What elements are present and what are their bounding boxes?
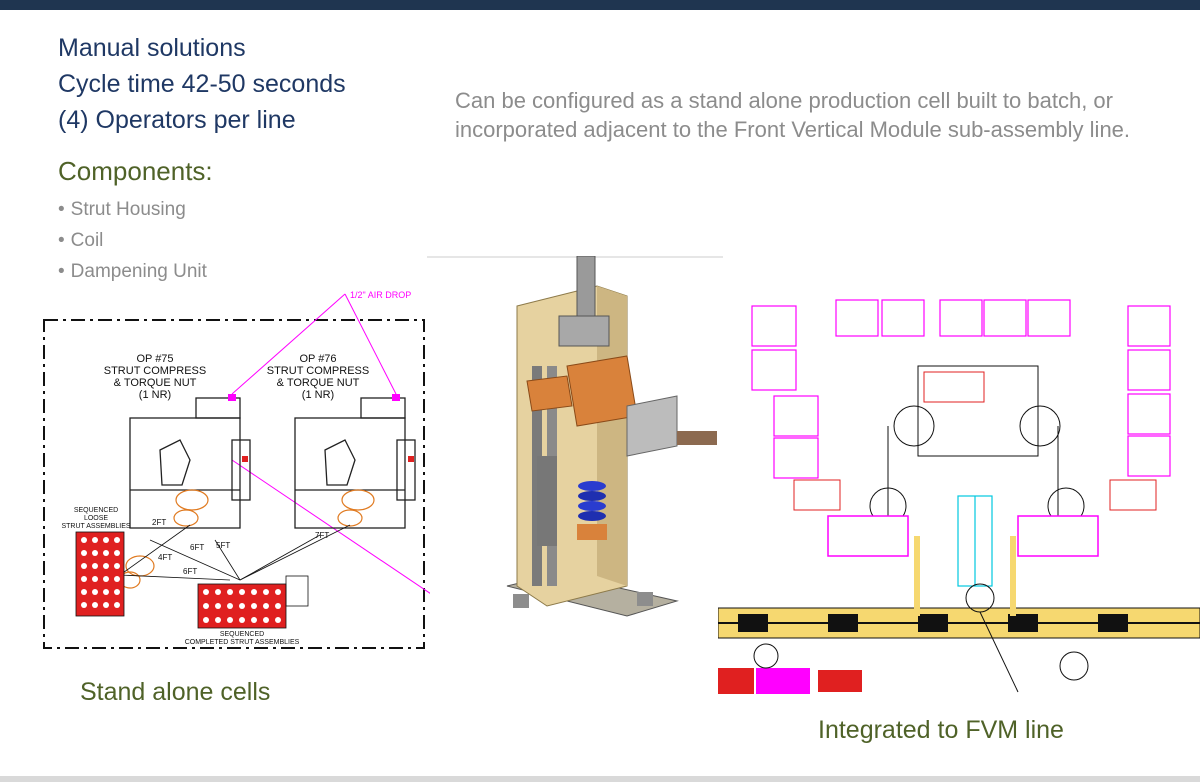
completed-label-2: COMPLETED STRUT ASSEMBLIES (185, 639, 300, 646)
orange-bracket (526, 375, 573, 412)
station-op75 (129, 397, 251, 529)
bottom-operators (753, 583, 1089, 681)
dim-label: 6FT (183, 567, 197, 576)
components-title: Components: (58, 156, 213, 186)
description-text: Can be configured as a stand alone produ… (455, 88, 1131, 142)
station-op76 (294, 397, 416, 529)
header-line-3: (4) Operators per line (58, 106, 296, 134)
top-accent-bar (0, 0, 1200, 10)
completed-label-1: SEQUENCED (220, 631, 264, 638)
loose-label-3: STRUT ASSEMBLIES (61, 523, 130, 530)
foot-pad (513, 594, 529, 608)
dimension-lines (119, 524, 351, 581)
op75-label-3: & TORQUE NUT (114, 377, 197, 389)
dim-label: 2FT (152, 518, 166, 527)
bottom-rule (0, 776, 1200, 782)
air-drop-marker (392, 394, 400, 401)
op75-label-2: STRUT COMPRESS (104, 365, 206, 377)
lower-guide (537, 456, 557, 546)
op76-label-2: STRUT COMPRESS (267, 365, 369, 377)
control-marker (408, 456, 414, 462)
side-actuator (677, 431, 717, 445)
air-drop-label: 1/2" AIR DROP (350, 290, 411, 300)
cyan-conveyor (957, 495, 993, 587)
conveyor-pallets (738, 614, 1128, 632)
dim-label: 7FT (315, 531, 329, 540)
op75-label-1: OP #75 (136, 353, 173, 365)
leader-line (979, 611, 1019, 693)
lower-fixture (577, 524, 607, 540)
parts-cart (285, 575, 309, 607)
bullet-icon: • (58, 230, 65, 251)
fvm-line-layout-drawing (718, 299, 1200, 694)
control-marker (242, 456, 248, 462)
bullet-icon: • (58, 199, 65, 220)
op76-label-4: (1 NR) (302, 389, 334, 401)
parts-racks-top (751, 299, 1171, 479)
caption-integrated: Integrated to FVM line (818, 716, 1064, 744)
loose-strut-grid (81, 537, 120, 608)
list-item: •Strut Housing (58, 199, 186, 220)
feeder (914, 536, 920, 616)
components-list: •Strut Housing •Coil •Dampening Unit (58, 194, 207, 287)
loose-label-2: LOOSE (84, 515, 108, 522)
header-line-2: Cycle time 42-50 seconds (58, 70, 346, 98)
stand-alone-layout-drawing: 1/2" AIR DROP OP #75 STRUT COMPRESS & TO… (43, 290, 430, 649)
bottom-rack-red (718, 668, 754, 694)
bottom-rack-red (818, 670, 862, 692)
foot-pad (637, 592, 653, 606)
strut-press-machine-render (427, 256, 723, 617)
air-drop-line (344, 293, 397, 395)
op75-label-4: (1 NR) (139, 389, 171, 401)
operator-figures (119, 489, 375, 589)
list-item: •Coil (58, 230, 104, 251)
top-head (558, 315, 610, 347)
air-drop-marker (228, 394, 236, 401)
side-cells (827, 515, 1099, 557)
loose-label-1: SEQUENCED (74, 507, 118, 514)
dim-label: 4FT (158, 553, 172, 562)
feeder (1010, 536, 1016, 616)
list-item: •Dampening Unit (58, 261, 207, 282)
caption-stand-alone: Stand alone cells (80, 678, 271, 706)
cell-boundary (43, 319, 425, 649)
red-zones (793, 371, 1157, 511)
bottom-rack-magenta (756, 668, 810, 694)
op76-label-1: OP #76 (299, 353, 336, 365)
side-arm (626, 395, 678, 457)
header-line-1: Manual solutions (58, 34, 246, 62)
dim-label: 6FT (190, 543, 204, 552)
completed-strut-grid (203, 589, 281, 623)
air-drop-line (231, 459, 430, 594)
coil-spring (578, 481, 606, 521)
op76-label-3: & TORQUE NUT (277, 377, 360, 389)
air-drop-line (231, 293, 346, 395)
bullet-icon: • (58, 261, 65, 282)
dim-label: 5FT (216, 541, 230, 550)
